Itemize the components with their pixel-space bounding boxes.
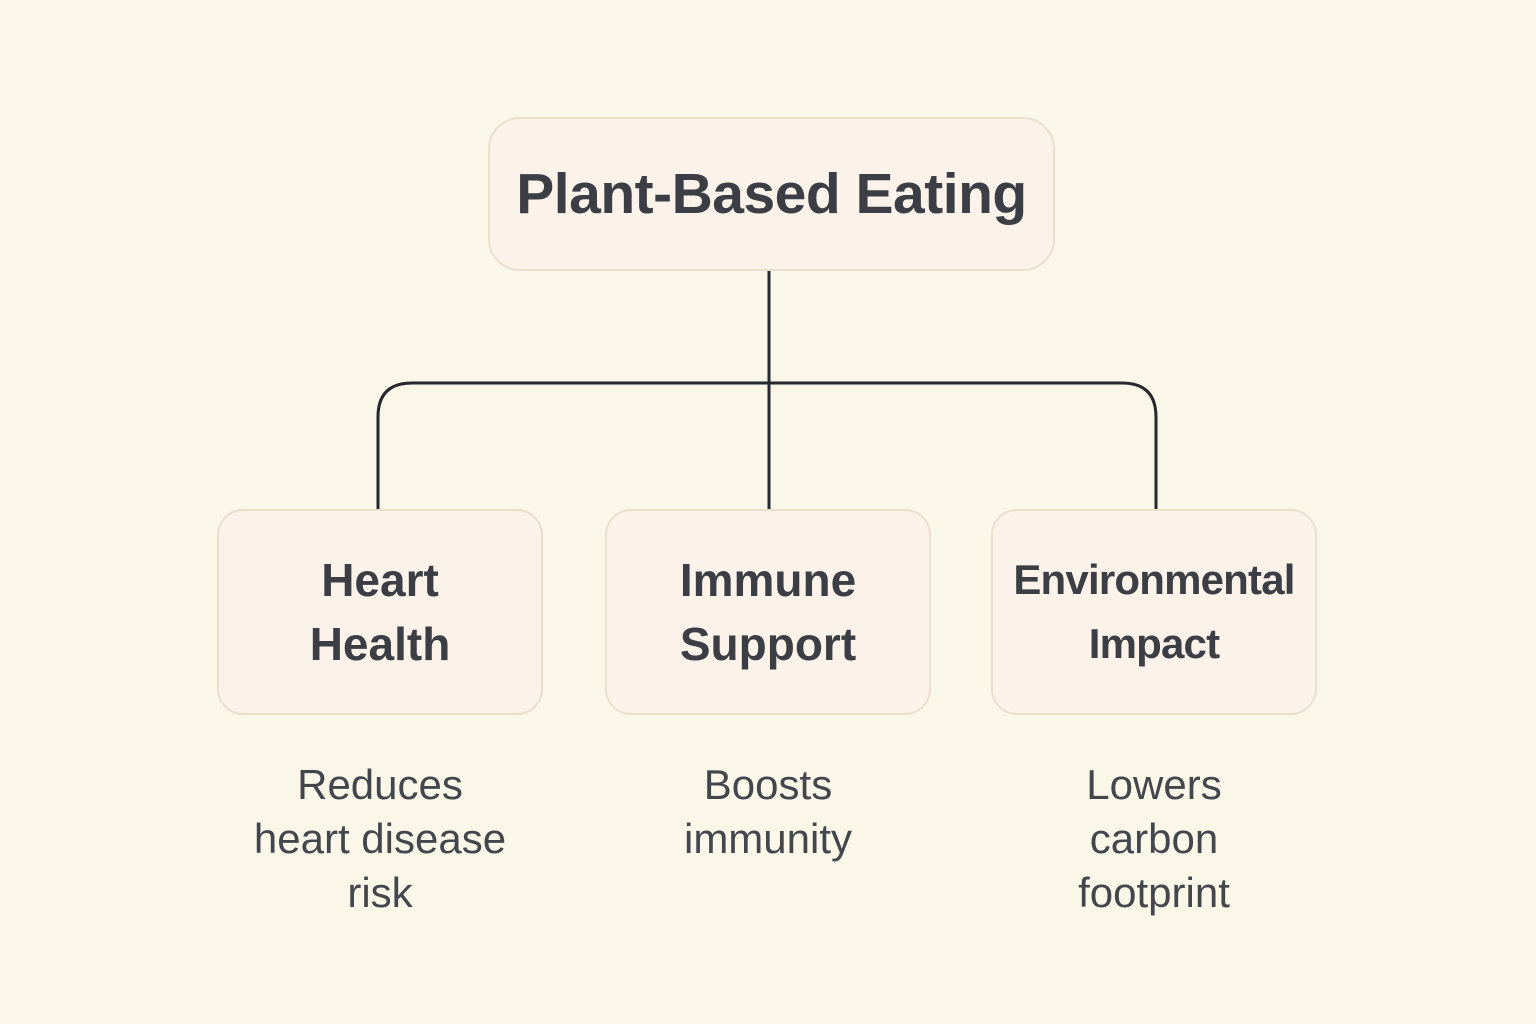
description-line: immunity xyxy=(683,815,853,862)
description-environmental-impact: Lowers carbon footprint xyxy=(991,758,1317,920)
description-line: heart disease xyxy=(253,815,507,862)
node-label-line: Heart xyxy=(321,554,439,606)
node-label-line: Impact xyxy=(1088,620,1220,667)
description-immune-support: Boosts immunity xyxy=(605,758,931,866)
root-node-plant-based-eating: Plant-Based Eating xyxy=(488,117,1055,271)
child-node-heart-health: Heart Health xyxy=(217,509,543,715)
child-node-environmental-impact: Environmental Impact xyxy=(991,509,1317,715)
node-label-line: Environmental xyxy=(1013,556,1295,603)
description-line: risk xyxy=(347,869,413,916)
child-node-immune-support: Immune Support xyxy=(605,509,931,715)
description-line: carbon xyxy=(1089,815,1219,862)
node-label-line: Health xyxy=(309,618,451,670)
connector-branch-bracket xyxy=(376,381,1158,511)
root-node-label: Plant-Based Eating xyxy=(516,162,1027,226)
description-line: Lowers xyxy=(1086,761,1222,808)
description-line: footprint xyxy=(1078,869,1230,916)
node-label-line: Immune xyxy=(679,554,857,606)
description-heart-health: Reduces heart disease risk xyxy=(217,758,543,920)
node-label-line: Support xyxy=(679,618,857,670)
description-line: Reduces xyxy=(297,761,463,808)
description-line: Boosts xyxy=(703,761,833,808)
